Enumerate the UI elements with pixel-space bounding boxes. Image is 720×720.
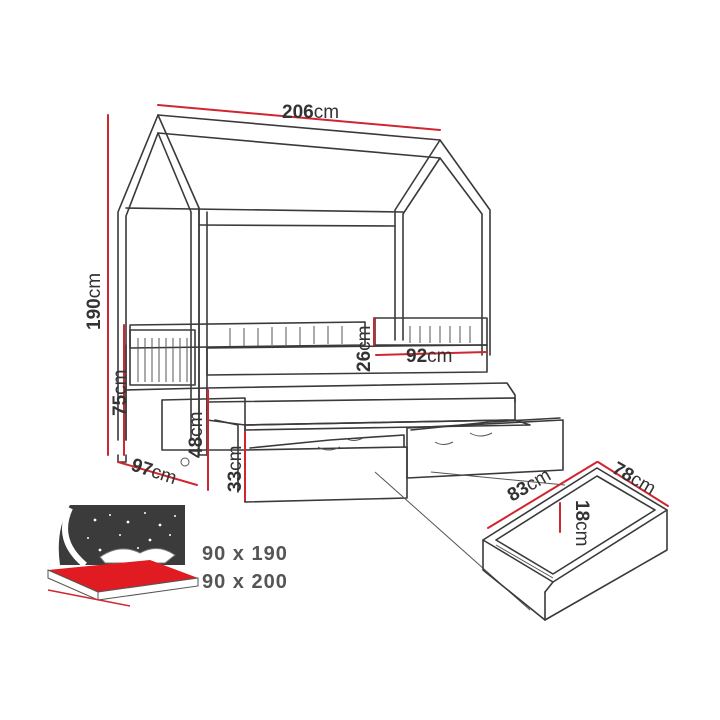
stars-icon (87, 512, 176, 552)
dimension-lines (107, 104, 669, 533)
drawer-width-label: 78cm (609, 458, 660, 499)
drawer-depth-label: 18cm (571, 500, 592, 546)
length-label: 206cm (282, 102, 339, 123)
mattress-icon (47, 505, 199, 607)
height-label: 190cm (84, 273, 105, 330)
head-slats (137, 338, 188, 382)
rail-height-label: 26cm (354, 326, 375, 372)
trundle-height-label: 48cm (186, 412, 207, 458)
rail-length-label: 92cm (406, 346, 452, 367)
mattress-size-2: 90 x 200 (202, 571, 288, 593)
rail-slats (409, 326, 471, 343)
depth-label: 97cm (128, 455, 179, 489)
back-slats (229, 326, 343, 346)
house-bed-drawing (117, 114, 564, 503)
drawer-detail-drawing (482, 467, 668, 621)
detail-leader (430, 471, 566, 486)
mattress-size-1: 90 x 190 (202, 543, 288, 565)
drawer-front-label: 33cm (225, 446, 246, 492)
side-height-label: 75cm (110, 370, 131, 416)
